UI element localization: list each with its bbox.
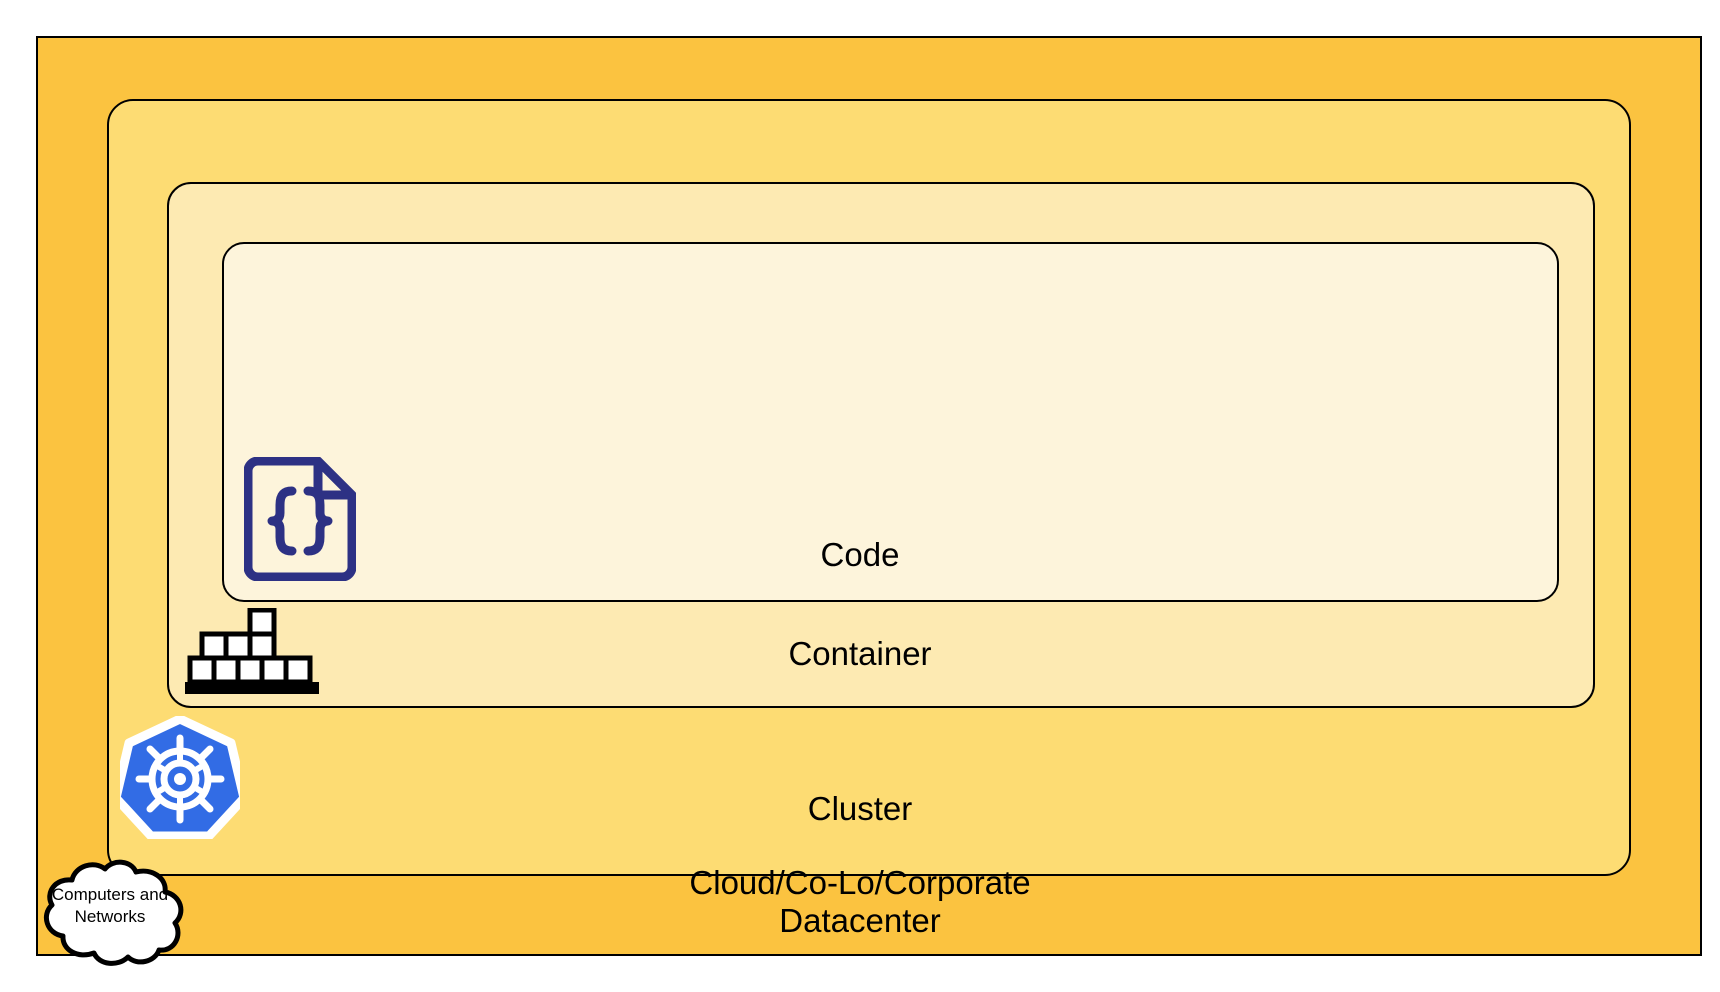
layer-label-code: Code <box>820 536 900 573</box>
layer-code[interactable] <box>222 242 1559 602</box>
layer-label-container: Container <box>788 635 932 672</box>
layer-label-datacenter-line1: Cloud/Co-Lo/Corporate <box>689 864 1031 901</box>
layer-label-cluster: Cluster <box>807 790 913 827</box>
layer-label-datacenter-line2: Datacenter <box>779 902 941 939</box>
code-braces-document-icon <box>243 456 357 582</box>
brick-stack-icon <box>185 607 319 694</box>
kubernetes-helm-icon <box>111 714 249 841</box>
